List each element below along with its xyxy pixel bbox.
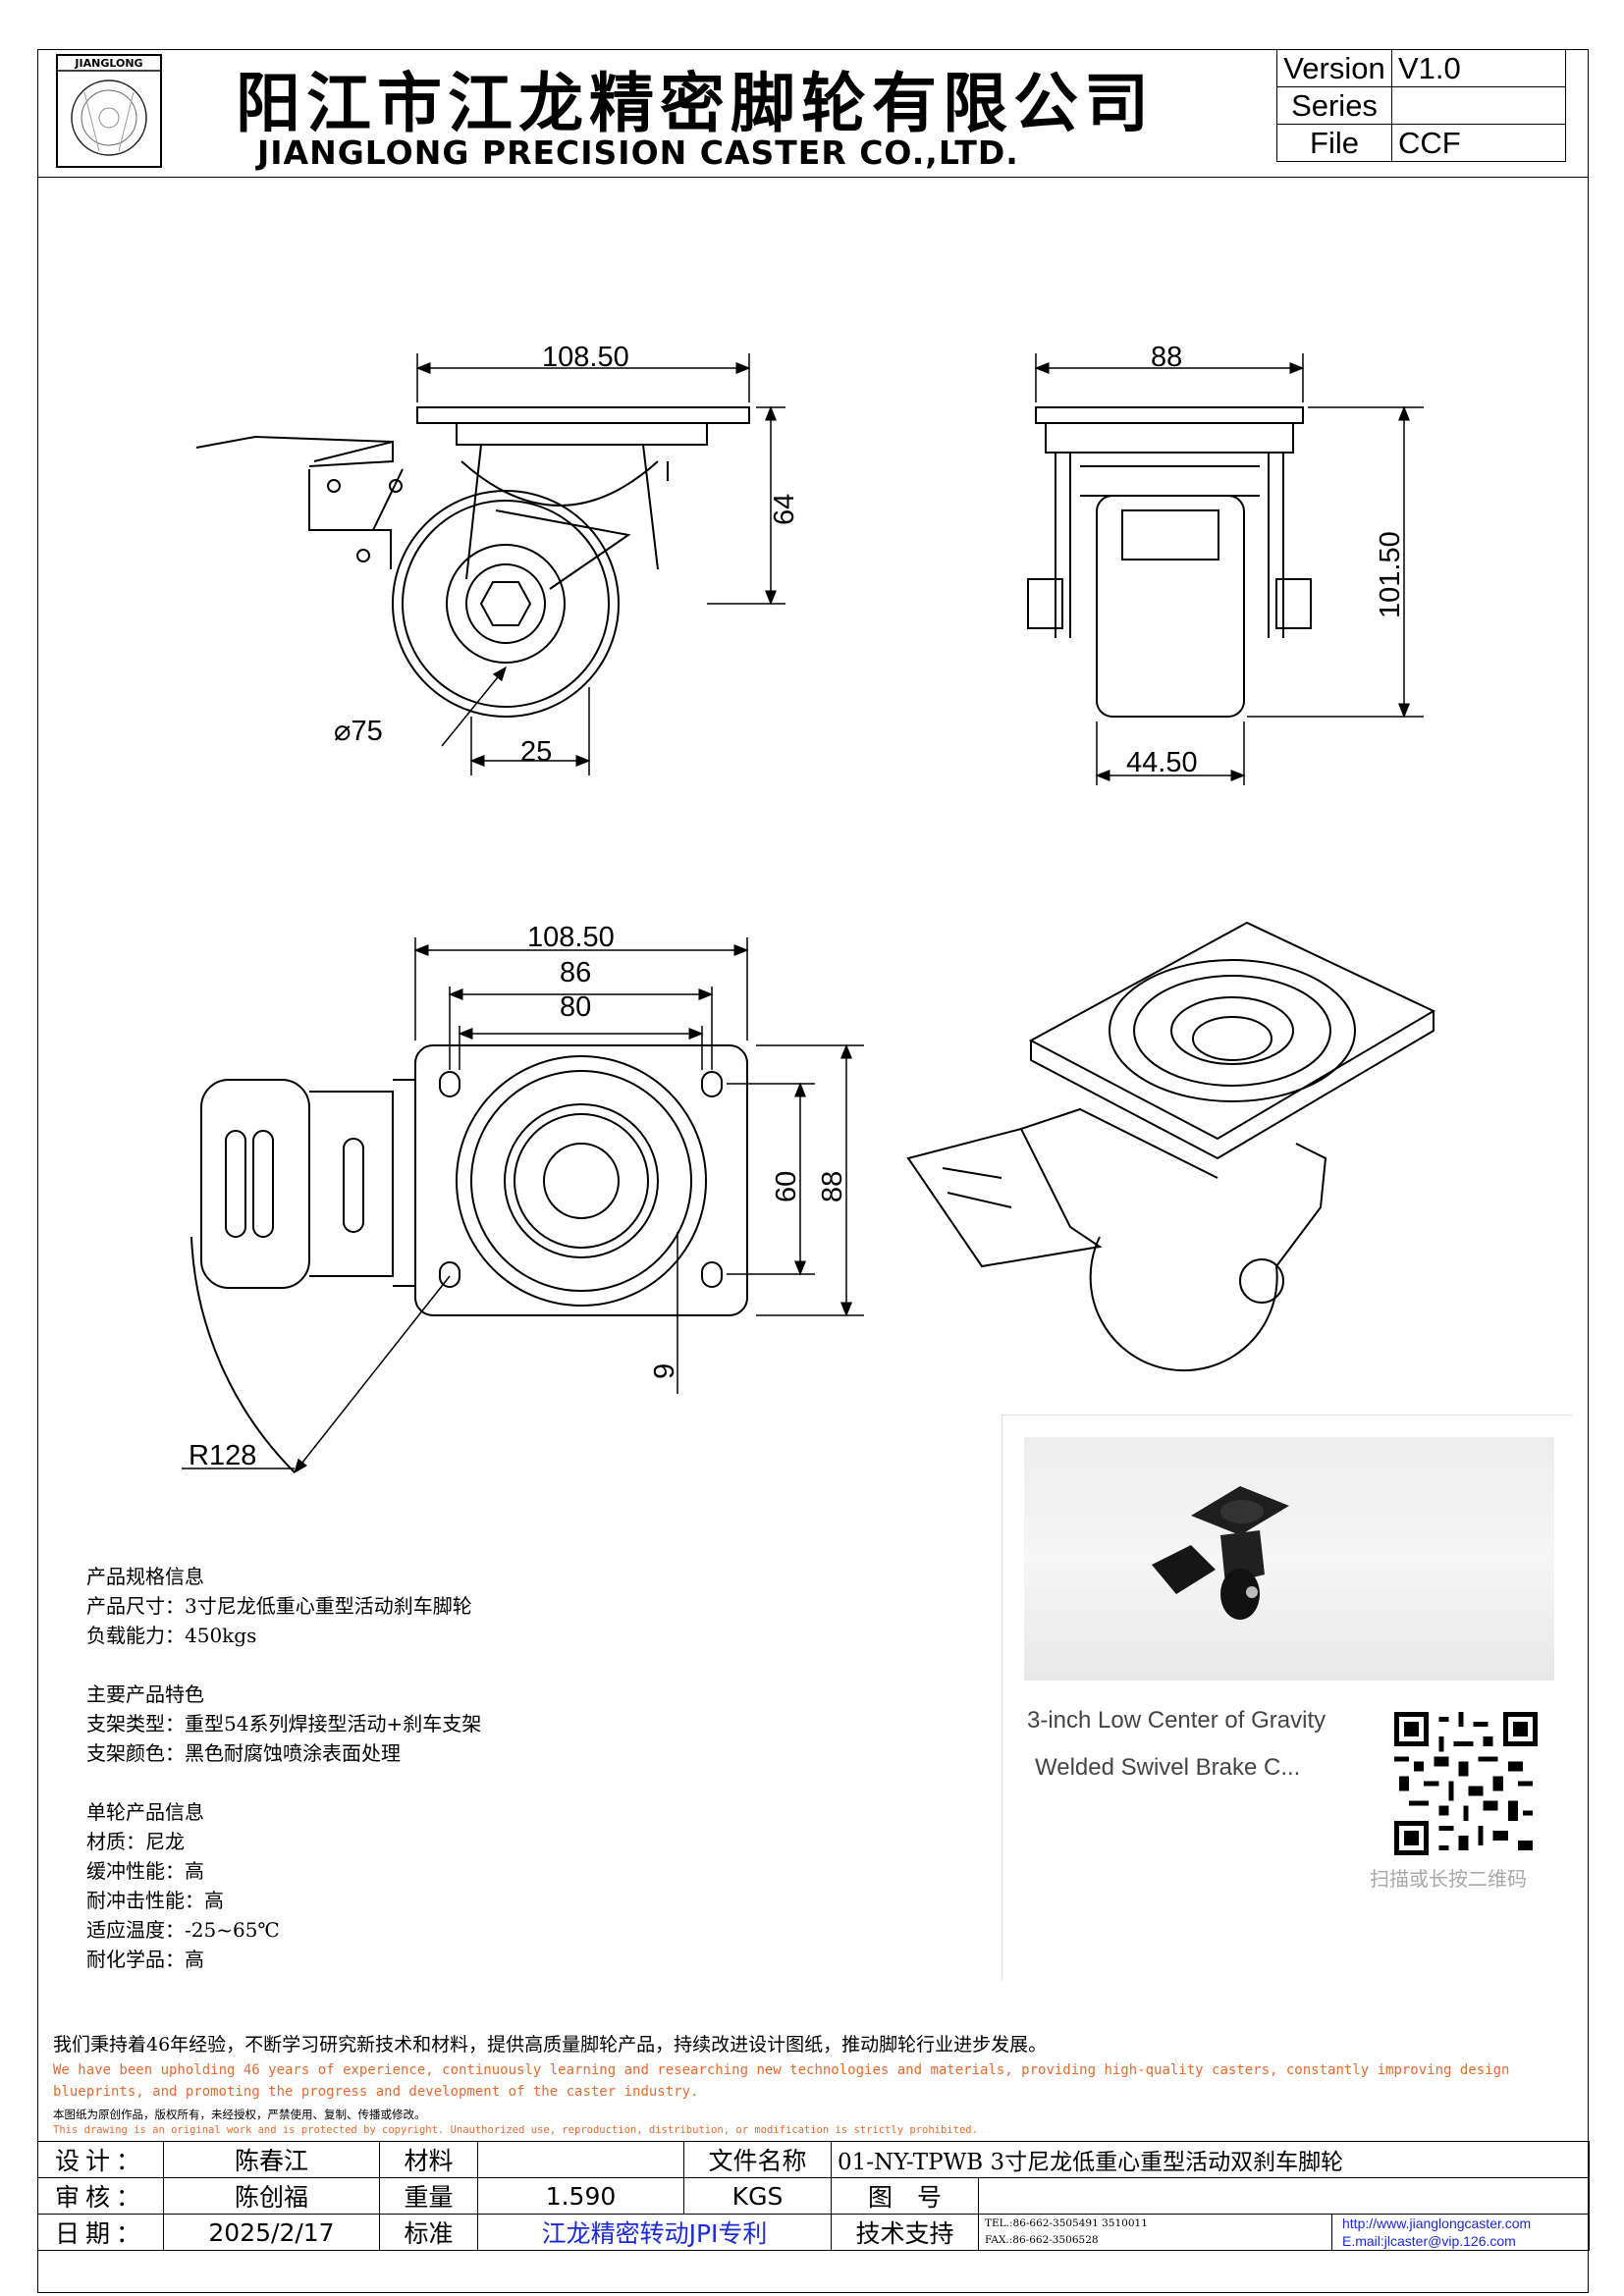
top-view [190, 1044, 748, 1473]
dim-top-width: 108.50 [527, 922, 615, 953]
notice: 我们秉持着46年经验，不断学习研究新技术和材料，提供高质量脚轮产品，持续改进设计… [53, 2030, 1585, 2136]
filename-label: 文件名称 [683, 2141, 832, 2178]
contact-web: http://www.jianglongcaster.com E.mail:jl… [1331, 2214, 1590, 2251]
tel: TEL.:86-662-3505491 3510011 [985, 2217, 1148, 2229]
dim-side-height: 64 [769, 494, 800, 525]
filename-value: 01-NY-TPWB 3寸尼龙低重心重型活动双刹车脚轮 [831, 2141, 1590, 2178]
product-spec: 产品规格信息 产品尺寸：3寸尼龙低重心重型活动刹车脚轮 负载能力：450kgs … [86, 1562, 481, 2003]
dim-swivel-radius: R128 [189, 1440, 256, 1471]
reviewer: 陈创福 [163, 2177, 380, 2215]
dim-wheel-width: 44.50 [1126, 747, 1198, 778]
dim-hole-outer: 86 [560, 957, 591, 988]
file-key: File [1276, 124, 1392, 162]
spec-line: 产品尺寸：3寸尼龙低重心重型活动刹车脚轮 [86, 1594, 472, 1618]
spec-line: 支架类型：重型54系列焊接型活动+刹车支架 [86, 1712, 482, 1735]
dim-wheel-dia: ⌀75 [334, 716, 383, 747]
photo-caption-line2: Welded Swivel Brake C... [1035, 1754, 1301, 1781]
drawing-frame [37, 49, 1589, 2293]
spec-line: 产品规格信息 [86, 1565, 204, 1588]
drawing-no-label: 图 号 [831, 2177, 979, 2215]
dim-front-width: 88 [1151, 342, 1182, 373]
side-view [195, 406, 750, 718]
date-value: 2025/2/17 [163, 2214, 380, 2251]
spec-line: 负载能力：450kgs [86, 1624, 257, 1647]
dim-offset: 25 [520, 736, 552, 768]
weight-value: 1.590 [477, 2177, 684, 2215]
support-label: 技术支持 [831, 2214, 979, 2251]
spec-line: 单轮产品信息 [86, 1800, 204, 1824]
notice-en: We have been upholding 46 years of exper… [53, 2062, 1510, 2100]
product-card [1001, 1415, 1572, 1980]
spec-block-2: 主要产品特色 支架类型：重型54系列焊接型活动+刹车支架 支架颜色：黑色耐腐蚀喷… [86, 1680, 481, 1768]
design-label: 设计： [37, 2141, 164, 2178]
weight-unit: KGS [683, 2177, 832, 2215]
company-name-cn: 阳江市江龙精密脚轮有限公司 [236, 66, 1155, 141]
front-view [1027, 406, 1312, 718]
spec-line: 支架颜色：黑色耐腐蚀喷涂表面处理 [86, 1741, 401, 1765]
dim-hole-v-inner: 60 [771, 1171, 802, 1202]
contact-phone: TEL.:86-662-3505491 3510011 FAX.:86-662-… [978, 2214, 1332, 2251]
copyright-en: This drawing is an original work and is … [53, 2124, 978, 2136]
website-link[interactable]: http://www.jianglongcaster.com [1342, 2216, 1532, 2231]
spec-line: 耐化学品：高 [86, 1948, 204, 1971]
designer: 陈春江 [163, 2141, 380, 2178]
dim-hole-inner: 80 [560, 991, 591, 1023]
spec-line: 耐冲击性能：高 [86, 1889, 224, 1912]
company-name-en: JIANGLONG PRECISION CASTER CO.,LTD. [257, 133, 1019, 172]
material-value [477, 2141, 684, 2178]
notice-cn: 我们秉持着46年经验，不断学习研究新技术和材料，提供高质量脚轮产品，持续改进设计… [53, 2034, 1048, 2056]
company-logo [56, 54, 162, 168]
isometric-view [906, 921, 1436, 1372]
spec-block-3: 单轮产品信息 材质：尼龙 缓冲性能：高 耐冲击性能：高 适应温度：-25~65℃… [86, 1797, 481, 1974]
header-divider [37, 177, 1589, 178]
spec-line: 适应温度：-25~65℃ [86, 1918, 280, 1942]
dim-front-height: 101.50 [1375, 531, 1406, 618]
file-value: CCF [1391, 124, 1566, 162]
product-photo[interactable] [1024, 1437, 1554, 1681]
technical-drawings: 108.50 64 ⌀75 25 88 101.50 44.50 108.50 … [182, 342, 1436, 1474]
weight-label: 重量 [379, 2177, 478, 2215]
logo-text: JIANGLONG [75, 57, 143, 70]
qr-hint: 扫描或长按二维码 [1370, 1867, 1527, 1891]
material-label: 材料 [379, 2141, 478, 2178]
series-value [1391, 86, 1566, 125]
email-link[interactable]: E.mail:jlcaster@vip.126.com [1342, 2233, 1516, 2249]
copyright-cn: 本图纸为原创作品，版权所有，未经授权，严禁使用、复制、传播或修改。 [53, 2108, 426, 2121]
spec-block-1: 产品规格信息 产品尺寸：3寸尼龙低重心重型活动刹车脚轮 负载能力：450kgs [86, 1562, 481, 1650]
title-block: 设计： 陈春江 材料 文件名称 01-NY-TPWB 3寸尼龙低重心重型活动双刹… [37, 2141, 1590, 2251]
dim-side-width: 108.50 [542, 342, 629, 373]
spec-line: 主要产品特色 [86, 1682, 204, 1706]
standard-label: 标准 [379, 2214, 478, 2251]
dim-hole-v-outer: 88 [817, 1171, 848, 1202]
series-key: Series [1276, 86, 1392, 125]
qr-code[interactable] [1394, 1712, 1538, 1855]
drawing-no-value [978, 2177, 1590, 2215]
fax: FAX.:86-662-3506528 [985, 2234, 1099, 2246]
caster-render [1152, 1486, 1289, 1620]
spec-line: 材质：尼龙 [86, 1830, 185, 1853]
date-label: 日期： [37, 2214, 164, 2251]
dim-hole-dia: 9 [649, 1363, 680, 1379]
version-key: Version [1276, 49, 1392, 87]
version-value: V1.0 [1391, 49, 1566, 87]
review-label: 审核： [37, 2177, 164, 2215]
spec-line: 缓冲性能：高 [86, 1859, 204, 1883]
photo-caption-line1: 3-inch Low Center of Gravity [1027, 1707, 1326, 1734]
standard-value: 江龙精密转动JPI专利 [477, 2214, 832, 2251]
